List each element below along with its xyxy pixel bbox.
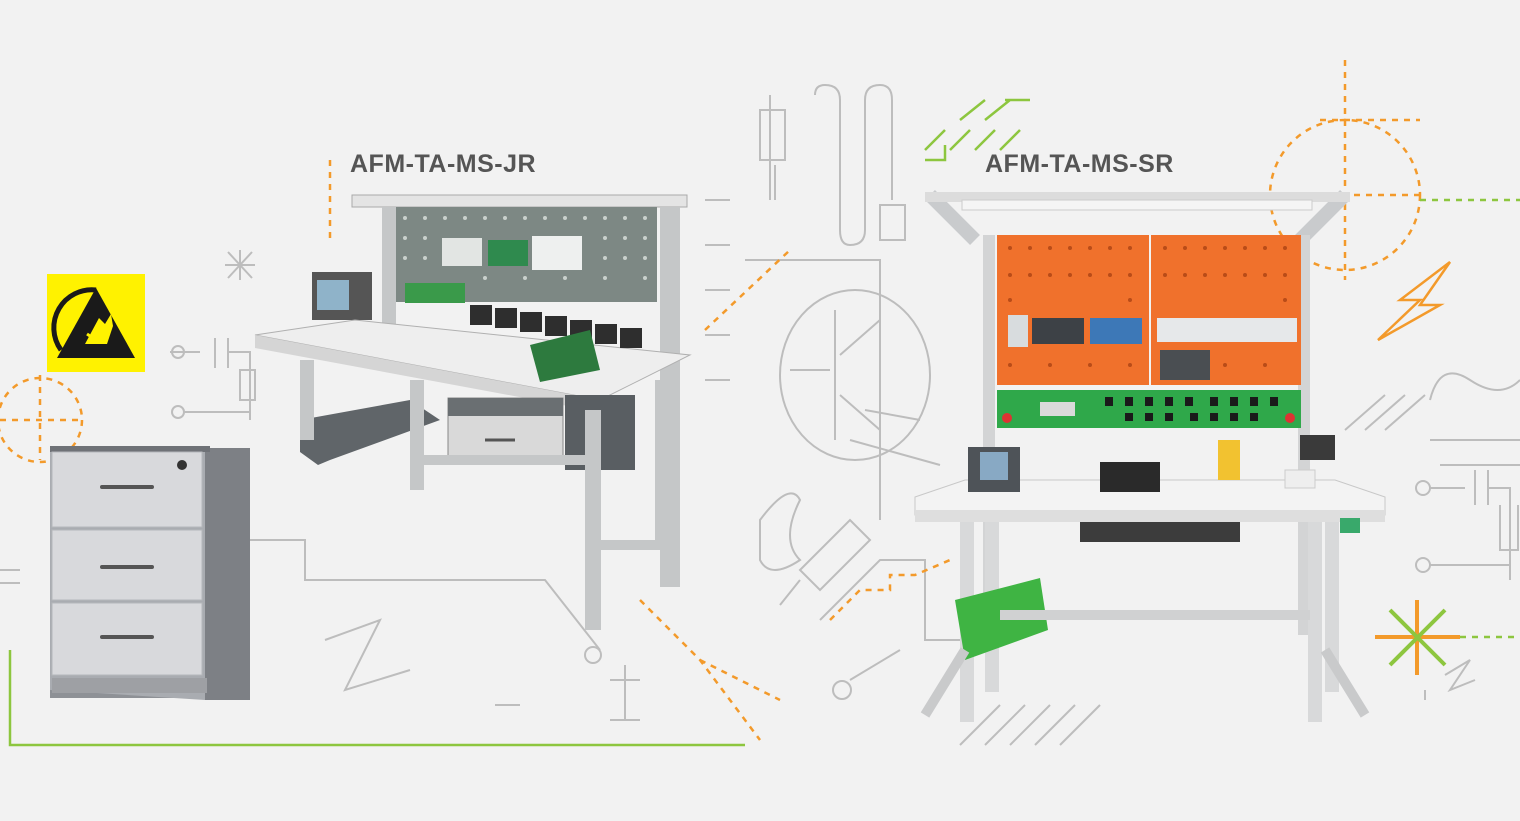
workbench-sr <box>914 190 1386 722</box>
circuit-lines <box>0 83 1520 746</box>
product-label-jr: AFM-TA-MS-JR <box>350 150 537 178</box>
product-label-sr: AFM-TA-MS-SR <box>985 150 1174 178</box>
orange-lightning-icon <box>1377 261 1452 342</box>
esd-warning-badge <box>47 274 145 372</box>
green-lines <box>8 98 1520 747</box>
esd-warning-icon <box>51 287 135 358</box>
filing-cabinet <box>50 446 250 700</box>
workbench-jr <box>254 194 692 630</box>
asterisk-icon <box>1375 600 1460 675</box>
